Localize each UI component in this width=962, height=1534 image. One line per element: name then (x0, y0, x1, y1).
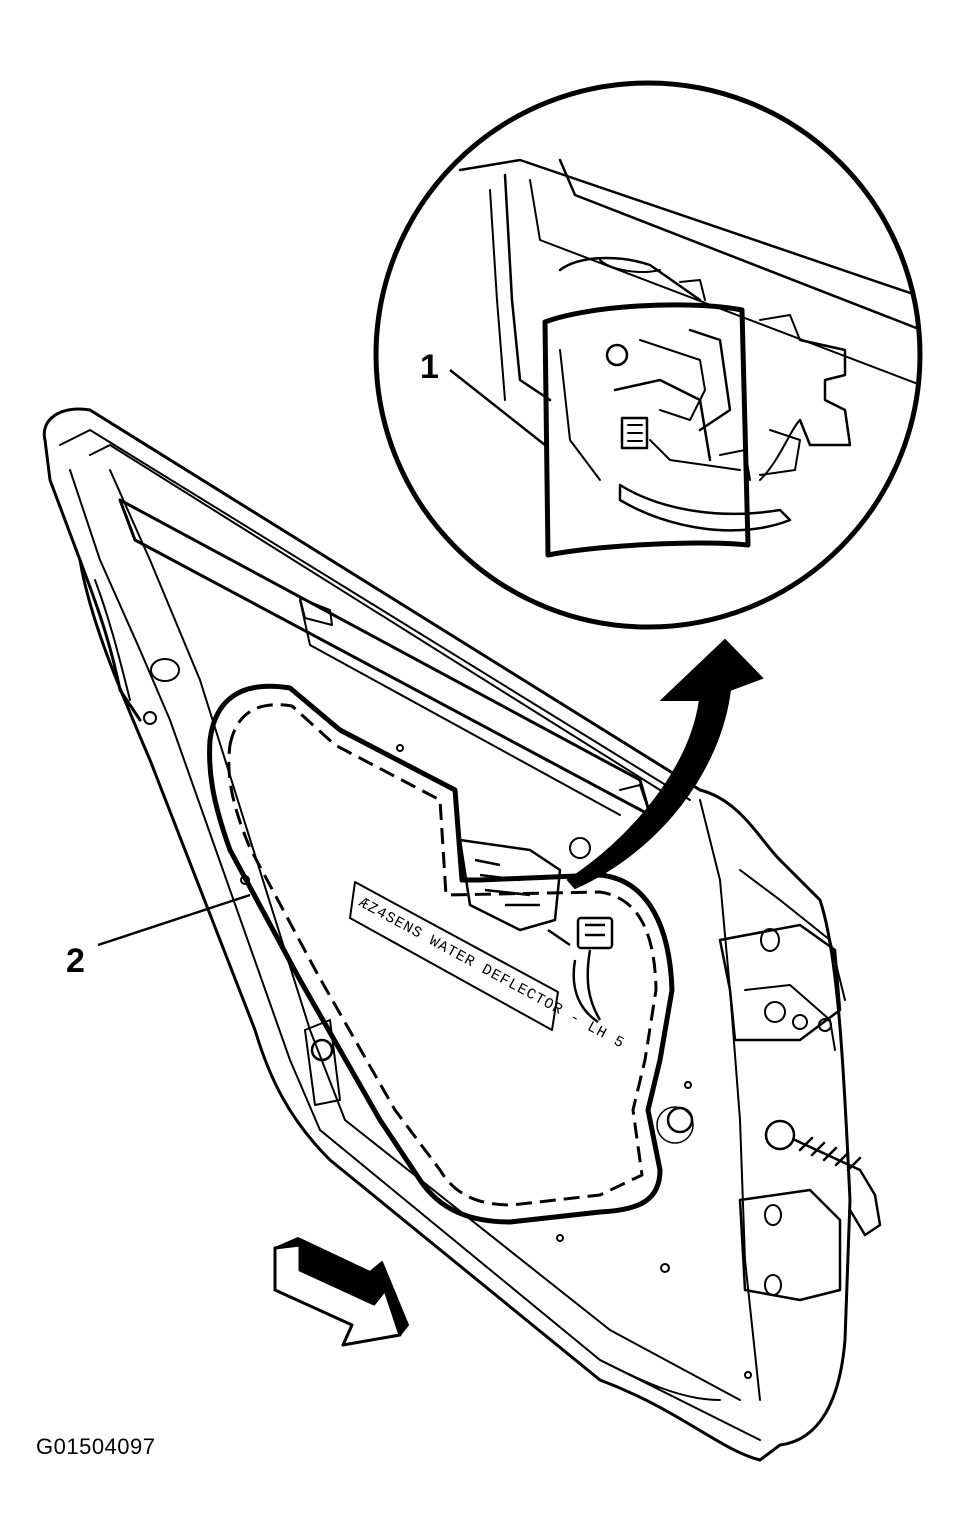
figure-id: G01504097 (36, 1434, 156, 1459)
callout-1: 1 (420, 348, 546, 446)
detail-deflector-piece (542, 302, 751, 558)
door-outer-edge (42, 407, 852, 1462)
lower-hinge (738, 1188, 842, 1302)
door-check-spring (764, 1119, 882, 1237)
callout-2: 2 (66, 893, 251, 980)
curved-arrow-icon (566, 638, 764, 890)
detail-magnifier-circle (373, 80, 923, 630)
upper-hinge (718, 923, 842, 1042)
callout-2-number: 2 (66, 942, 85, 980)
deflector-adhesive-bead (227, 703, 658, 1207)
callout-1-leader (449, 369, 546, 446)
deflector-label-box: ÆZ4SENS WATER DEFLECTOR - LH 5 (349, 881, 627, 1053)
forward-direction-arrow-icon (273, 1237, 409, 1347)
water-deflector: ÆZ4SENS WATER DEFLECTOR - LH 5 (207, 683, 675, 1225)
wiring-harness-connector (458, 838, 614, 1024)
deflector-outline (207, 683, 675, 1225)
callout-2-leader (97, 893, 251, 947)
callout-1-number: 1 (420, 348, 439, 386)
